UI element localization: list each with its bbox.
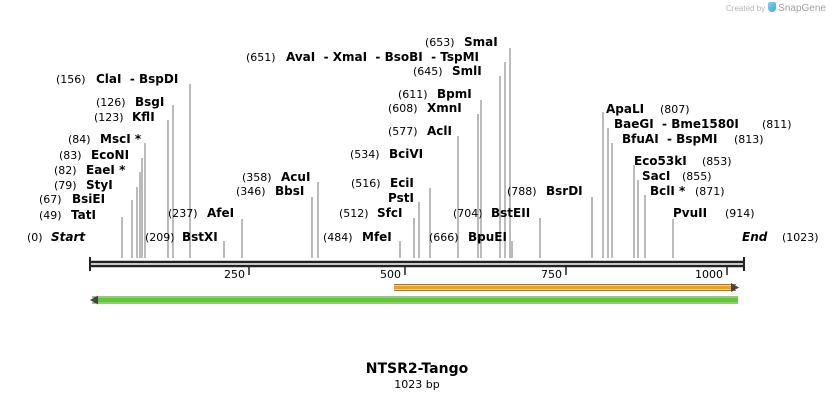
site-name[interactable]: BclI * xyxy=(650,184,686,198)
site-position: (126) xyxy=(96,96,126,109)
site-name[interactable]: PstI xyxy=(388,191,414,205)
site-position: (577) xyxy=(388,125,418,138)
plasmid-length: 1023 bp xyxy=(394,378,440,391)
site-position: (788) xyxy=(507,185,537,198)
site-name[interactable]: EaeI * xyxy=(86,163,126,177)
site-name[interactable]: MfeI xyxy=(362,230,392,244)
snapgene-brand: SnapGene xyxy=(778,3,826,14)
ruler-tick-label: 500 xyxy=(380,268,401,281)
site-name[interactable]: AvaI - XmaI - BsoBI - TspMI xyxy=(286,50,479,64)
site-position: (811) xyxy=(762,118,792,131)
site-position: (813) xyxy=(734,133,764,146)
site-name[interactable]: BciVI xyxy=(389,147,423,161)
site-position: (209) xyxy=(145,231,175,244)
site-position: (611) xyxy=(398,88,428,101)
site-position: (914) xyxy=(725,207,755,220)
site-name[interactable]: StyI xyxy=(86,178,113,192)
site-position: (853) xyxy=(702,155,732,168)
site-position: (79) xyxy=(54,179,77,192)
site-name[interactable]: SmlI xyxy=(452,64,482,78)
site-position: (807) xyxy=(660,103,690,116)
site-position: (534) xyxy=(350,148,380,161)
site-name[interactable]: XmnI xyxy=(427,101,462,115)
ruler-tick-label: 750 xyxy=(541,268,562,281)
site-position: (156) xyxy=(56,73,86,86)
snapgene-logo-icon xyxy=(768,2,777,12)
reverse-arrow-icon xyxy=(90,295,98,305)
site-name[interactable]: BsrDI xyxy=(546,184,583,198)
site-position: (237) xyxy=(168,207,198,220)
feature-reverse[interactable] xyxy=(90,295,738,305)
site-name[interactable]: SfcI xyxy=(377,206,402,220)
site-position: (645) xyxy=(413,65,443,78)
site-position: (651) xyxy=(246,51,276,64)
site-position: (484) xyxy=(323,231,353,244)
site-position: (653) xyxy=(425,36,455,49)
site-name[interactable]: AfeI xyxy=(207,206,234,220)
site-name[interactable]: PvuII xyxy=(673,206,707,220)
site-position: (82) xyxy=(54,164,77,177)
site-name[interactable]: KflI xyxy=(132,110,155,124)
created-by-text: Created by xyxy=(726,4,766,13)
forward-feature-bar[interactable] xyxy=(394,285,734,290)
site-name[interactable]: Eco53kI xyxy=(634,154,687,168)
snapgene-watermark: Created by SnapGene xyxy=(726,2,826,14)
site-name[interactable]: EciI xyxy=(390,176,414,190)
site-position: (49) xyxy=(39,209,62,222)
forward-arrow-icon xyxy=(731,283,739,292)
site-name[interactable]: BpuEI xyxy=(468,230,507,244)
site-position: (84) xyxy=(68,133,91,146)
site-name[interactable]: BbsI xyxy=(275,184,304,198)
site-position: (346) xyxy=(236,185,266,198)
site-position: (67) xyxy=(39,193,62,206)
site-name[interactable]: BstXI xyxy=(182,230,218,244)
site-name[interactable]: MscI * xyxy=(100,132,142,146)
end-label: End xyxy=(742,230,768,244)
site-position: (83) xyxy=(59,149,82,162)
site-name[interactable]: TatI xyxy=(71,208,96,222)
plasmid-name: NTSR2-Tango xyxy=(365,361,469,377)
end-position: (1023) xyxy=(782,231,819,244)
site-name[interactable]: AclI xyxy=(427,124,452,138)
site-position: (358) xyxy=(242,171,272,184)
ruler-tick-label: 250 xyxy=(224,268,245,281)
site-position: (704) xyxy=(453,207,483,220)
ruler: 250 500 750 1000 xyxy=(224,267,728,281)
site-position: (608) xyxy=(388,102,418,115)
site-name[interactable]: BaeGI - Bme1580I xyxy=(614,117,739,131)
site-name[interactable]: BfuAI - BspMI xyxy=(622,132,717,146)
site-leaders xyxy=(121,48,674,258)
site-name[interactable]: SmaI xyxy=(464,35,498,49)
site-position: (123) xyxy=(94,111,124,124)
site-labels: (49) TatI (67) BsiEI (79) StyI (82) EaeI… xyxy=(39,35,792,244)
reverse-feature-bar[interactable] xyxy=(96,298,738,302)
site-name[interactable]: BpmI xyxy=(437,87,472,101)
site-name[interactable]: BsiEI xyxy=(72,192,105,206)
site-name[interactable]: BstEII xyxy=(491,206,530,220)
site-name[interactable]: SacI xyxy=(642,169,670,183)
start-position: (0) xyxy=(27,231,43,244)
site-name[interactable]: EcoNI xyxy=(91,148,129,162)
site-position: (871) xyxy=(695,185,725,198)
site-name[interactable]: ClaI - BspDI xyxy=(96,72,178,86)
site-position: (855) xyxy=(682,170,712,183)
feature-forward[interactable] xyxy=(394,283,739,292)
site-position: (666) xyxy=(429,231,459,244)
site-name[interactable]: BsgI xyxy=(135,95,164,109)
site-name[interactable]: ApaLI xyxy=(606,102,644,116)
start-label: Start xyxy=(51,230,86,244)
site-name[interactable]: AcuI xyxy=(281,170,310,184)
site-position: (512) xyxy=(339,207,369,220)
site-position: (516) xyxy=(351,177,381,190)
ruler-tick-label: 1000 xyxy=(695,268,723,281)
